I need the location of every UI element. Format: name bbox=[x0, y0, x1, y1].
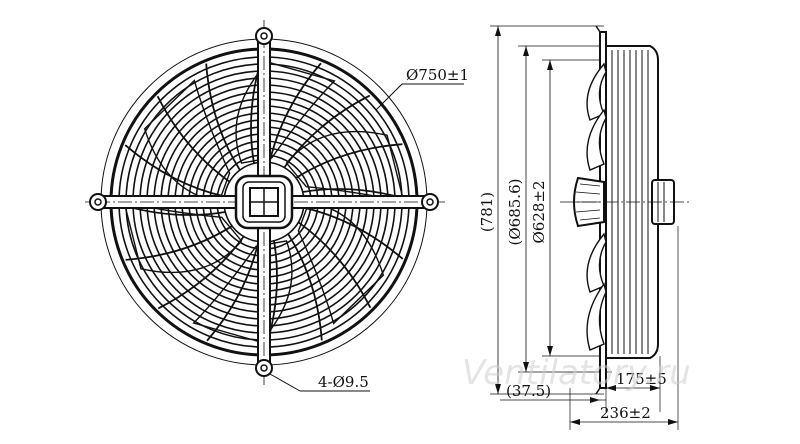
fan-blades bbox=[123, 61, 405, 343]
grill-spoke bbox=[303, 206, 404, 260]
grill-spoke bbox=[156, 95, 231, 183]
mount-hole-bottom bbox=[255, 359, 273, 377]
fan-blade bbox=[297, 201, 385, 325]
grill-spoke bbox=[205, 63, 241, 171]
grill-spoke bbox=[125, 225, 233, 261]
grill-spokes bbox=[113, 51, 415, 353]
label-outer-diameter: Ø750±1 bbox=[406, 66, 469, 84]
label-depth-total: 236±2 bbox=[600, 404, 651, 422]
grill-spoke bbox=[206, 241, 260, 342]
label-blade-diameter: Ø628±2 bbox=[530, 180, 548, 243]
fan-blade bbox=[192, 240, 293, 343]
side-view bbox=[490, 25, 690, 430]
label-ring-diameter: (Ø685.6) bbox=[506, 179, 524, 246]
mount-hole-top bbox=[255, 27, 273, 45]
label-overall-height: (781) bbox=[478, 192, 496, 232]
grill-spoke bbox=[297, 221, 372, 309]
grill-spoke bbox=[283, 94, 371, 169]
grill-spoke bbox=[157, 235, 245, 310]
side-blades bbox=[586, 62, 607, 351]
leader-outer-diameter bbox=[375, 83, 403, 111]
front-view bbox=[85, 20, 464, 392]
fan-blade bbox=[143, 79, 231, 203]
grill-spoke bbox=[124, 144, 225, 198]
label-mounting-holes: 4-Ø9.5 bbox=[318, 373, 369, 391]
label-depth-mid: 175±5 bbox=[616, 370, 667, 388]
grill-spoke bbox=[287, 233, 323, 341]
leader-mounting-holes bbox=[269, 373, 301, 392]
grill-spoke bbox=[268, 62, 322, 163]
watermark: Ventilatory.ru bbox=[462, 353, 691, 393]
mount-hole-left bbox=[89, 193, 107, 211]
side-blade bbox=[586, 232, 607, 293]
grill-spoke bbox=[295, 143, 403, 179]
side-blade bbox=[586, 108, 607, 171]
side-blade bbox=[586, 282, 607, 351]
motor-hub bbox=[234, 174, 294, 230]
fan-blade bbox=[235, 61, 336, 164]
mount-hole-right bbox=[421, 193, 439, 211]
label-offset: (37.5) bbox=[506, 382, 551, 400]
